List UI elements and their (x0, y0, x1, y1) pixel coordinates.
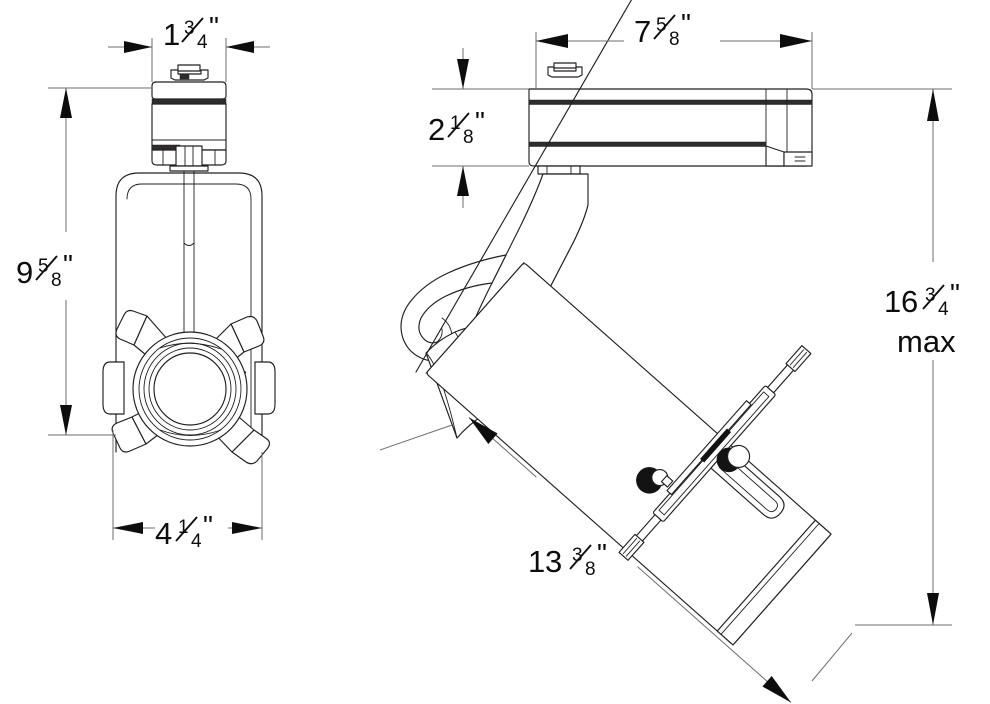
front-lens-assembly (132, 331, 248, 447)
front-adapter-body (151, 81, 227, 172)
dimension-2-1-8: 2 1 8 " (428, 48, 529, 208)
dim-whole: 1 (163, 17, 180, 52)
dim-numerator: 5 (656, 15, 667, 36)
dim-whole: 9 (16, 255, 33, 290)
dim-denominator: 4 (191, 531, 202, 552)
front-track-connector (170, 64, 209, 81)
dim-inch-mark: " (681, 8, 691, 39)
side-track-connector (547, 62, 583, 78)
dimension-2-1-8-label: 2 1 8 " (428, 106, 485, 148)
dim-qualifier: max (897, 324, 956, 359)
side-accessory-clamp (618, 345, 812, 561)
dim-inch-mark: " (950, 278, 960, 309)
side-lamp-barrel (415, 0, 832, 646)
dim-numerator: 5 (38, 256, 49, 277)
dim-numerator: 1 (178, 517, 189, 538)
dim-whole: 16 (884, 284, 918, 319)
dim-numerator: 1 (450, 113, 461, 134)
dimension-9-5-8-label: 9 5 8 " (16, 249, 73, 291)
dimension-4-1-4-label: 4 1 4 " (155, 510, 213, 552)
dim-denominator: 8 (585, 559, 596, 580)
dim-whole: 2 (428, 112, 445, 147)
front-view (102, 64, 276, 465)
dim-denominator: 8 (463, 127, 474, 148)
dim-inch-mark: " (209, 11, 219, 42)
dim-denominator: 4 (197, 32, 208, 53)
dim-denominator: 4 (938, 299, 949, 320)
dimension-7-5-8: 7 5 8 " (535, 8, 813, 89)
dim-whole: 13 (528, 544, 562, 579)
dim-numerator: 3 (925, 285, 936, 306)
dimension-13-3-8: 13 3 8 " (379, 417, 853, 703)
dimension-1-3-4: 1 3 4 " (108, 11, 270, 82)
side-view (400, 0, 832, 646)
dim-denominator: 8 (51, 270, 62, 291)
dim-inch-mark: " (597, 538, 607, 569)
dim-whole: 7 (634, 14, 651, 49)
dimension-7-5-8-label: 7 5 8 " (634, 8, 691, 50)
dimension-16-3-4-label: 16 3 4 " max (884, 278, 960, 359)
side-track-housing (528, 88, 813, 175)
dim-numerator: 3 (184, 18, 195, 39)
dimension-16-3-4-max: 16 3 4 " max (812, 88, 960, 626)
dimension-9-5-8: 9 5 8 " (16, 87, 152, 436)
dim-denominator: 8 (669, 29, 680, 50)
dimension-4-1-4: 4 1 4 " (112, 430, 263, 552)
dim-inch-mark: " (203, 510, 213, 541)
dim-whole: 4 (155, 516, 172, 551)
barrel-geometry (425, 261, 832, 646)
dim-numerator: 3 (572, 545, 583, 566)
dim-inch-mark: " (475, 106, 485, 137)
dim-inch-mark: " (63, 249, 73, 280)
dimension-13-3-8-label: 13 3 8 " (528, 538, 607, 580)
dimension-1-3-4-label: 1 3 4 " (163, 11, 219, 53)
